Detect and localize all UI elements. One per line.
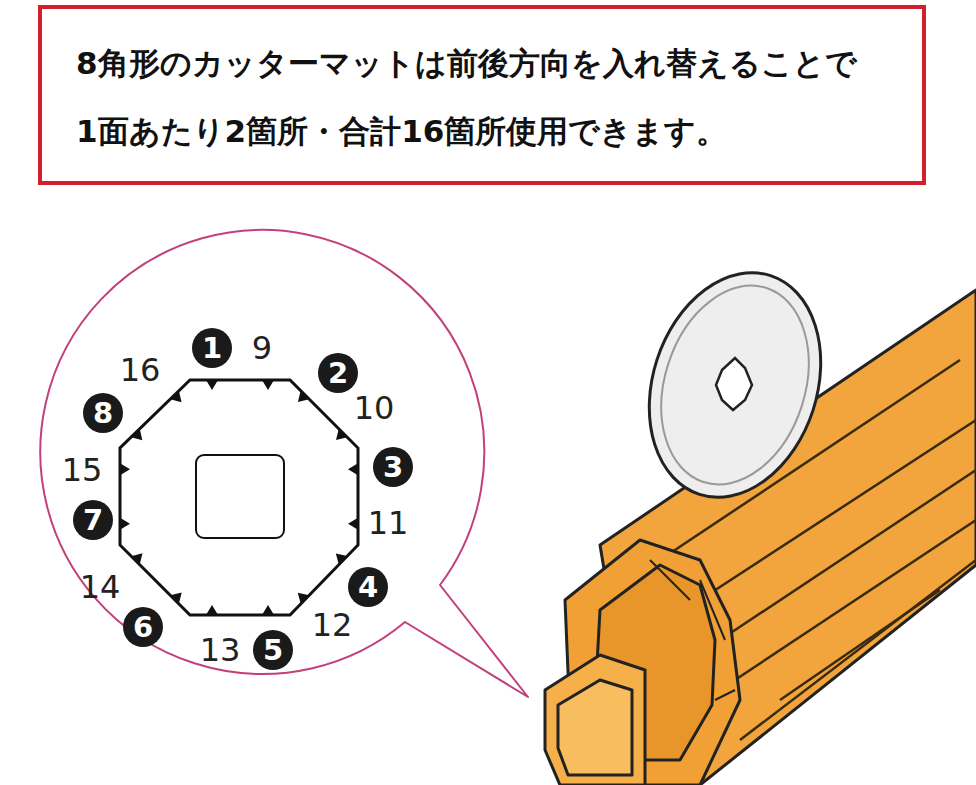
callout-number-text: 6	[133, 613, 153, 642]
edge-marker	[206, 605, 218, 615]
callout-number-text: 3	[383, 453, 403, 482]
position-number: 11	[368, 507, 409, 539]
callout-number: 2	[318, 353, 358, 393]
rotary-blade	[621, 250, 848, 519]
note-text: 8角形のカッターマットは前後方向を入れ替えることで 1面あたり2箇所・合計16箇…	[76, 29, 892, 165]
position-number: 15	[62, 454, 103, 486]
edge-marker	[131, 553, 142, 564]
callout-number: 4	[348, 567, 388, 607]
callout-number: 3	[373, 447, 413, 487]
position-number: 12	[312, 609, 353, 641]
edge-marker	[131, 429, 142, 440]
edge-marker	[206, 380, 218, 390]
position-number: 16	[120, 354, 161, 386]
callout-bubble	[40, 230, 528, 697]
rod-groove	[720, 520, 976, 690]
position-number: 10	[354, 392, 395, 424]
callout-number-text: 5	[263, 636, 283, 665]
edge-markers	[120, 380, 358, 615]
edge-marker	[262, 380, 274, 390]
edge-marker	[170, 391, 181, 402]
edge-marker	[348, 518, 358, 530]
edge-marker	[120, 518, 130, 530]
callout-number: 1	[192, 328, 232, 368]
edge-marker	[170, 593, 181, 604]
callout-number-text: 4	[358, 573, 378, 602]
rod-groove	[740, 560, 976, 740]
square-hole	[196, 455, 284, 538]
edge-marker	[336, 553, 347, 564]
callout-number-text: 7	[83, 506, 103, 535]
position-number: 14	[80, 571, 121, 603]
edge-marker	[120, 463, 130, 475]
callout-number-text: 2	[328, 359, 348, 388]
callout-number-text: 1	[202, 334, 222, 363]
octagon-mat	[120, 380, 358, 615]
edge-marker	[298, 391, 309, 402]
edge-marker	[298, 593, 309, 604]
callout-number: 8	[83, 393, 123, 433]
edge-marker	[262, 605, 274, 615]
note-box: 8角形のカッターマットは前後方向を入れ替えることで 1面あたり2箇所・合計16箇…	[38, 5, 926, 185]
rod-groove	[780, 590, 940, 700]
position-number: 9	[252, 332, 272, 364]
position-number: 13	[200, 634, 241, 666]
callout-number: 6	[123, 607, 163, 647]
edge-marker	[336, 429, 347, 440]
edge-marker	[348, 463, 358, 475]
callout-number-text: 8	[93, 399, 113, 428]
callout-number: 5	[253, 630, 293, 670]
callout-number: 7	[73, 500, 113, 540]
